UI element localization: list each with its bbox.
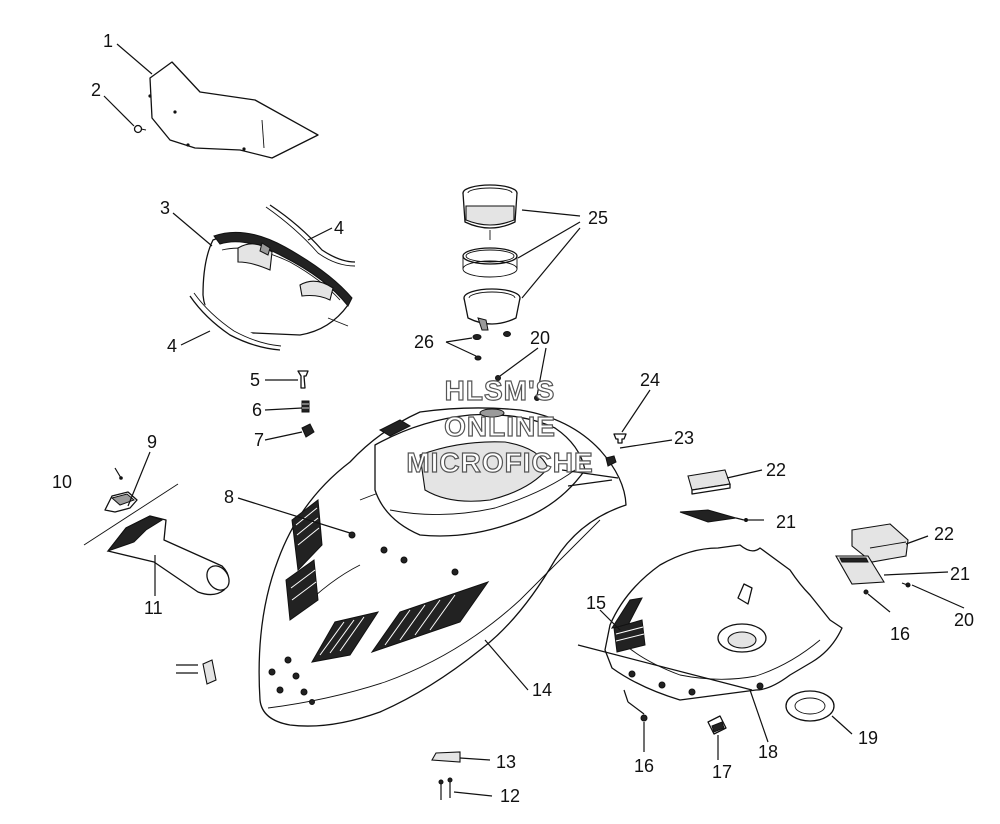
callout-11: 11 <box>144 598 163 618</box>
pad-22-upper-part <box>687 469 731 495</box>
callout-22-lower: 22 <box>934 524 954 544</box>
screw-10-part <box>114 467 123 480</box>
gauge-bezel-25-part <box>463 288 521 331</box>
rivet-pair-left-part <box>176 659 217 685</box>
leader-lines <box>103 43 965 797</box>
handlebar-pad-11-part <box>83 483 230 596</box>
clip-23-part <box>605 455 617 467</box>
callout-26: 26 <box>414 332 434 352</box>
callout-1: 1 <box>103 31 113 51</box>
callout-16-right: 16 <box>890 624 910 644</box>
fastener-24-part <box>613 433 627 444</box>
callout-21-upper: 21 <box>776 512 796 532</box>
callout-17: 17 <box>712 762 732 782</box>
callout-25: 25 <box>588 208 608 228</box>
callout-9: 9 <box>147 432 157 452</box>
callout-7: 7 <box>254 430 264 450</box>
screw-20-lower-part <box>901 582 911 588</box>
nut-16-right-part <box>863 589 869 595</box>
callout-2: 2 <box>91 80 101 100</box>
windshield-part <box>148 61 319 159</box>
grille-15-part <box>613 619 646 653</box>
callout-18: 18 <box>758 742 778 762</box>
callout-4-upper: 4 <box>334 218 344 238</box>
spring-6-part <box>301 400 310 413</box>
callout-20-lower: 20 <box>954 610 974 630</box>
belly-pan-18-part <box>604 544 843 701</box>
callout-23: 23 <box>674 428 694 448</box>
callout-12: 12 <box>500 786 520 806</box>
headlight-trim-lower-part <box>189 292 282 351</box>
grommet-19-part <box>785 690 835 722</box>
clip-17-part <box>707 715 727 735</box>
callout-24: 24 <box>640 370 660 390</box>
callout-22-upper: 22 <box>766 460 786 480</box>
callout-14: 14 <box>532 680 552 700</box>
grille-21-lower-part <box>835 555 885 585</box>
bracket-13-part <box>431 751 461 763</box>
screw-20-upper-part <box>495 375 540 401</box>
grille-21-upper-part <box>679 509 748 523</box>
callout-19: 19 <box>858 728 878 748</box>
headlight-part <box>202 231 353 336</box>
callout-15: 15 <box>586 593 606 613</box>
callout-8: 8 <box>224 487 234 507</box>
nut-26-part <box>472 331 511 361</box>
watermark: HLSM'S ONLINE MICROFICHE <box>406 374 594 478</box>
callout-5: 5 <box>250 370 260 390</box>
callout-20-upper: 20 <box>530 328 550 348</box>
fastener-5-part <box>297 370 309 389</box>
gauge-housing-25-part <box>462 184 518 240</box>
windshield-screw-part <box>133 124 147 134</box>
callout-16-lower: 16 <box>634 756 654 776</box>
gauge-ring-25-part <box>462 247 518 278</box>
callout-labels: 1 2 3 4 4 5 6 7 8 9 10 11 12 13 14 15 16… <box>52 31 974 806</box>
headlight-trim-upper-part <box>265 204 356 267</box>
clip-7-part <box>301 423 315 438</box>
callout-3: 3 <box>160 198 170 218</box>
watermark-line-1: HLSM'S <box>445 375 556 406</box>
callout-4-lower: 4 <box>167 336 177 356</box>
callout-6: 6 <box>252 400 262 420</box>
rivet-12-part <box>438 777 453 800</box>
callout-21-lower: 21 <box>950 564 970 584</box>
pad-22-lower-part <box>851 523 909 563</box>
nut-16-lower-part <box>640 714 648 722</box>
watermark-line-2: ONLINE <box>444 411 556 442</box>
watermark-line-3: MICROFICHE <box>406 447 593 478</box>
mirror-9-part <box>104 491 138 513</box>
callout-10: 10 <box>52 472 72 492</box>
callout-13: 13 <box>496 752 516 772</box>
